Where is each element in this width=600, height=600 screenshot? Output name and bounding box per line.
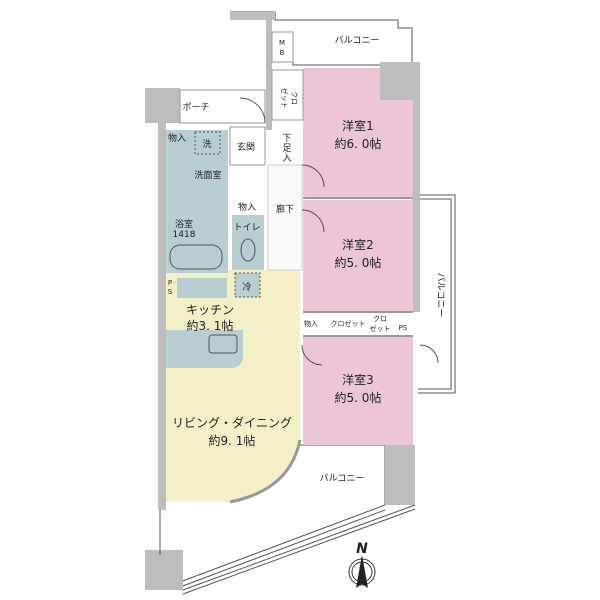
balcony-right-label: バルコニー	[435, 273, 446, 318]
bath-size: 1418	[173, 230, 196, 240]
fridge-label: 冷	[242, 281, 251, 293]
balcony-bottom-label: バルコニー	[320, 473, 365, 484]
western2-size: 約5. 0帖	[335, 255, 382, 270]
compass-north-label: N	[356, 541, 368, 557]
balcony-top-label: バルコニー	[335, 35, 380, 46]
storage-hall-label: 物入	[238, 201, 256, 213]
porch	[179, 89, 266, 124]
kitchen-size: 約3. 1帖	[187, 318, 234, 333]
room-western2	[303, 200, 413, 312]
fridge	[234, 272, 261, 298]
closet-top-2: ゼット	[280, 88, 289, 109]
ps-kitchen-2: S	[168, 288, 173, 296]
wall-right	[412, 62, 420, 312]
kitchen-counter	[177, 278, 227, 298]
living-size: 約9. 1帖	[209, 433, 256, 448]
closet-w3-2: ゼット	[370, 324, 391, 333]
western2-name: 洋室2	[342, 237, 374, 252]
entrance-label: 玄関	[237, 141, 255, 153]
western3-name: 洋室3	[342, 372, 374, 387]
room-washroom	[166, 130, 228, 198]
balcony-right	[418, 194, 456, 394]
mb-label-2: B	[280, 49, 285, 57]
wall-block	[145, 88, 180, 123]
shoe-storage-1: 下	[282, 134, 291, 144]
shoe-storage-3: 入	[282, 153, 291, 164]
kitchen-island	[166, 330, 243, 368]
western1-size: 約6. 0帖	[335, 136, 382, 151]
storage-wash-label: 物入	[168, 132, 186, 144]
western3-size: 約5. 0帖	[335, 390, 382, 405]
compass-icon: N	[348, 541, 376, 588]
wall-block	[145, 550, 183, 590]
toilet-label: トイレ	[233, 223, 260, 233]
hallway	[267, 164, 303, 271]
kitchen-name: キッチン	[186, 303, 234, 317]
meter-box	[271, 31, 294, 63]
closet-top-1: クロ	[290, 91, 298, 105]
shoe-storage-2: 足	[282, 143, 291, 154]
laundry-label: 洗	[202, 138, 211, 150]
room-western3	[303, 336, 413, 445]
closet-w3-1: クロ	[373, 315, 387, 323]
living-name: リビング・ダイニング	[172, 415, 292, 430]
closet-top	[271, 69, 304, 121]
western1-name: 洋室1	[342, 118, 374, 133]
ps-right-label: PS	[399, 324, 408, 332]
entrance	[229, 126, 266, 166]
bath-name: 浴室	[175, 218, 193, 230]
washroom-label: 洗面室	[194, 169, 221, 181]
hallway-label: 廊下	[276, 203, 294, 215]
room-bath	[166, 198, 228, 273]
balcony-top	[230, 11, 413, 130]
storage-w3-label: 物入	[304, 319, 318, 328]
wall-block	[385, 445, 415, 505]
mb-label-1: M	[279, 39, 285, 47]
room-living	[166, 270, 300, 502]
porch-label: ポーチ	[182, 102, 209, 113]
closet-w2-label: クロゼット	[331, 319, 366, 328]
ps-kitchen-1: P	[168, 279, 172, 287]
wall-left	[158, 120, 166, 510]
